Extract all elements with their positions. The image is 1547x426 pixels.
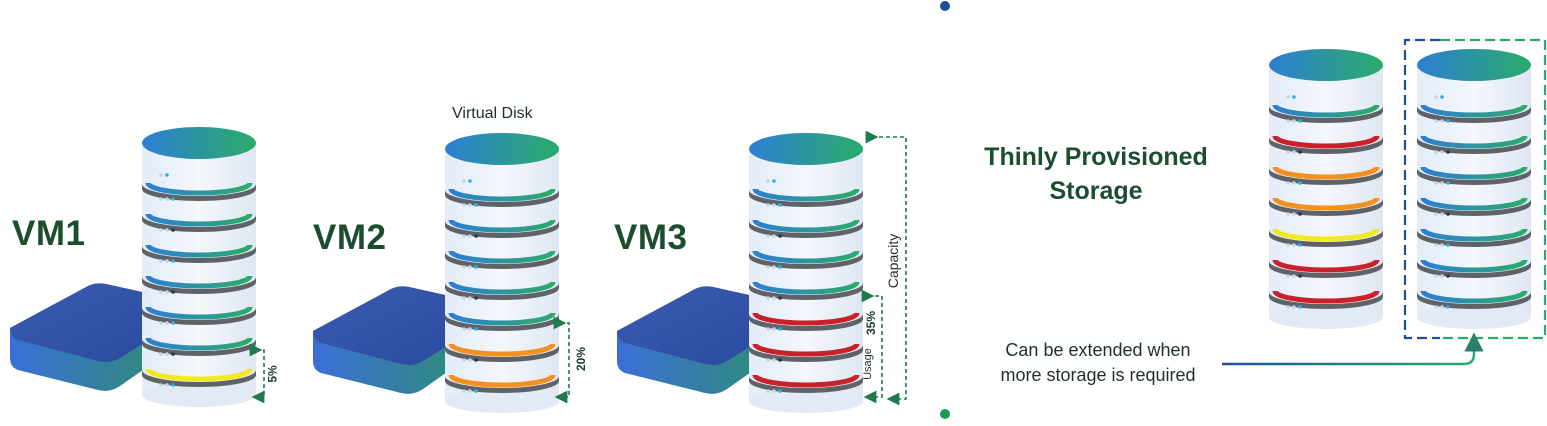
disk-platter (445, 281, 559, 300)
disk-platter (445, 343, 559, 362)
disk-platter (1417, 228, 1531, 247)
thin-title-line2: Storage (1049, 177, 1143, 205)
vm2-usage-percent: 20% (574, 346, 589, 372)
vm3-base-slab (617, 286, 767, 394)
note-line1: Can be extended when (1005, 340, 1191, 360)
capacity-label: Capacity (885, 233, 902, 289)
capacity-bracket (865, 130, 907, 406)
divider-top-dot (940, 1, 950, 11)
note-line2: more storage is required (1000, 365, 1196, 385)
usage-bracket-vm1 (249, 343, 265, 404)
vm3-label: VM3 (614, 218, 688, 257)
thin-provisioned-title: Thinly Provisioned Storage (960, 140, 1232, 208)
extension-box-blue (1403, 38, 1440, 340)
divider-bottom-dot (940, 409, 950, 419)
virtual-disk-label: Virtual Disk (452, 105, 533, 122)
vm1-disk-stack (142, 127, 256, 407)
disk-platter (1417, 166, 1531, 185)
disk-platter (1417, 135, 1531, 154)
disk-platter (142, 337, 256, 356)
vm3-disk-stack (749, 133, 863, 413)
note-connector (1222, 332, 1484, 366)
disk-platter (1269, 135, 1383, 154)
disk-top-cap (445, 133, 559, 165)
disk-platter (445, 312, 559, 331)
disk-top-cap (749, 133, 863, 165)
extension-note: Can be extended when more storage is req… (962, 338, 1234, 388)
vm3-usage-percent: 35% (864, 310, 879, 336)
disk-platter (1417, 197, 1531, 216)
vm2-label: VM2 (313, 218, 387, 257)
disk-platter (445, 250, 559, 269)
extension-box-green (1440, 38, 1547, 340)
disk-platter (445, 374, 559, 393)
disk-platter (445, 219, 559, 238)
disk-platter (445, 188, 559, 207)
disk-platter (749, 219, 863, 238)
vm2-base-slab (313, 286, 463, 394)
disk-platter (749, 188, 863, 207)
disk-platter (142, 306, 256, 325)
disk-platter (142, 213, 256, 232)
disk-platter (749, 250, 863, 269)
disk-platter (749, 343, 863, 362)
disk-platter (142, 182, 256, 201)
disk-top-cap (1269, 49, 1383, 81)
disk-platter (1269, 228, 1383, 247)
disk-platter (1269, 166, 1383, 185)
disk-platter (1269, 104, 1383, 123)
disk-platter (1417, 259, 1531, 278)
thin-title-line1: Thinly Provisioned (984, 143, 1208, 171)
disk-top-cap (1417, 49, 1531, 81)
disk-platter (749, 281, 863, 300)
disk-platter (1269, 290, 1383, 309)
disk-platter (142, 368, 256, 387)
disk-platter (749, 374, 863, 393)
vm1-base-slab (10, 283, 160, 391)
vm1-usage-percent: 5% (265, 365, 280, 383)
disk-platter (1269, 197, 1383, 216)
thin-disk-stack-extended (1417, 49, 1531, 329)
vm1-label: VM1 (12, 214, 86, 253)
disk-platter (1417, 104, 1531, 123)
usage-bracket-vm2 (553, 316, 570, 404)
thin-disk-stack-current (1269, 49, 1383, 329)
disk-platter (142, 275, 256, 294)
disk-platter (1417, 290, 1531, 309)
usage-label: Usage (861, 348, 874, 380)
vm2-disk-stack (445, 133, 559, 413)
disk-platter (1269, 259, 1383, 278)
disk-platter (142, 244, 256, 263)
disk-top-cap (142, 127, 256, 159)
disk-platter (749, 312, 863, 331)
